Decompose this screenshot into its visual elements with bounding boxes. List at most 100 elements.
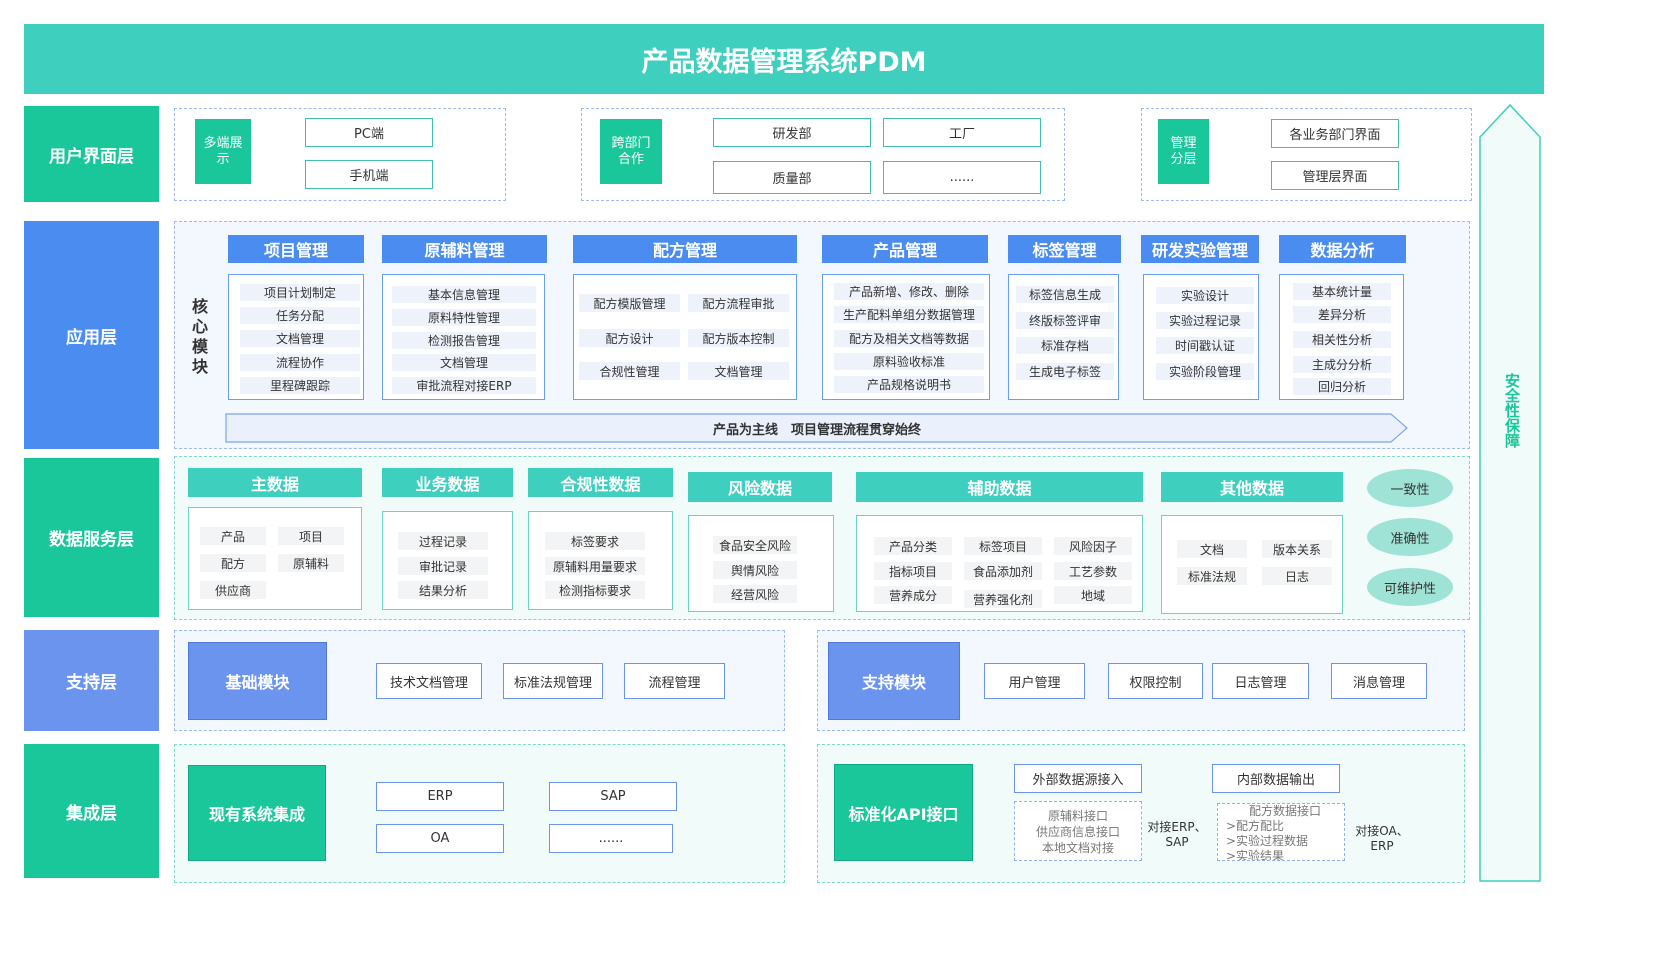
ui-item-mobile[interactable]: 手机端: [305, 160, 433, 189]
module-label-item[interactable]: 终版标签评审: [1016, 312, 1114, 329]
integration-api-title[interactable]: 标准化API接口: [834, 764, 973, 861]
module-formula-item[interactable]: 配方模版管理: [579, 294, 680, 312]
data-auxiliary-item[interactable]: 风险因子: [1054, 537, 1132, 555]
support-module-item[interactable]: 日志管理: [1212, 663, 1309, 699]
integration-internal-header[interactable]: 内部数据输出: [1212, 764, 1340, 793]
module-product-title[interactable]: 产品管理: [822, 235, 988, 263]
integration-existing-item[interactable]: OA: [376, 824, 504, 853]
support-base-item[interactable]: 流程管理: [624, 663, 725, 699]
module-product-item[interactable]: 原料验收标准: [834, 353, 984, 370]
module-experiment-item[interactable]: 实验设计: [1156, 287, 1254, 304]
module-experiment-item[interactable]: 实验阶段管理: [1156, 363, 1254, 380]
data-auxiliary-item[interactable]: 地域: [1054, 586, 1132, 604]
integration-existing-title[interactable]: 现有系统集成: [188, 765, 326, 861]
data-risk-title[interactable]: 风险数据: [688, 472, 832, 502]
data-other-item[interactable]: 日志: [1262, 567, 1332, 585]
module-analysis-item[interactable]: 差异分析: [1293, 306, 1391, 323]
data-business-item[interactable]: 审批记录: [398, 557, 488, 575]
data-master-title[interactable]: 主数据: [188, 468, 362, 497]
module-label-title[interactable]: 标签管理: [1008, 235, 1121, 263]
ui-item-dept-ui[interactable]: 各业务部门界面: [1271, 119, 1399, 148]
module-label-item[interactable]: 生成电子标签: [1016, 363, 1114, 380]
data-auxiliary-item[interactable]: 产品分类: [874, 537, 952, 555]
module-material-item[interactable]: 基本信息管理: [392, 286, 536, 303]
module-formula-item[interactable]: 合规性管理: [579, 362, 680, 380]
module-project-item[interactable]: 项目计划制定: [240, 284, 360, 301]
data-master-item[interactable]: 原辅料: [278, 554, 344, 572]
data-business-item[interactable]: 过程记录: [398, 532, 488, 550]
data-auxiliary-item[interactable]: 营养成分: [874, 586, 952, 604]
module-project-item[interactable]: 里程碑跟踪: [240, 377, 360, 394]
ui-item-rnd[interactable]: 研发部: [713, 118, 871, 147]
module-product-item[interactable]: 配方及相关文档等数据: [834, 330, 984, 347]
ui-item-pc[interactable]: PC端: [305, 118, 433, 147]
module-label-item[interactable]: 标准存档: [1016, 337, 1114, 354]
support-base-item[interactable]: 标准法规管理: [503, 663, 603, 699]
module-analysis-item[interactable]: 基本统计量: [1293, 283, 1391, 300]
module-formula-item[interactable]: 配方流程审批: [688, 294, 789, 312]
data-other-title[interactable]: 其他数据: [1161, 472, 1343, 502]
data-compliance-title[interactable]: 合规性数据: [528, 468, 673, 497]
module-material-item[interactable]: 审批流程对接ERP: [392, 377, 536, 394]
module-product-item[interactable]: 产品新增、修改、删除: [834, 283, 984, 300]
support-base-title[interactable]: 基础模块: [188, 642, 327, 720]
module-experiment-item[interactable]: 时间戳认证: [1156, 337, 1254, 354]
data-compliance-item[interactable]: 原辅料用量要求: [545, 557, 645, 575]
module-material-item[interactable]: 文档管理: [392, 354, 536, 371]
module-material-item[interactable]: 原料特性管理: [392, 309, 536, 326]
data-auxiliary-item[interactable]: 营养强化剂: [964, 590, 1042, 608]
module-analysis-item[interactable]: 主成分分析: [1293, 356, 1391, 373]
ui-item-more[interactable]: ......: [883, 161, 1041, 194]
support-base-item[interactable]: 技术文档管理: [376, 663, 482, 699]
ui-item-quality[interactable]: 质量部: [713, 161, 871, 194]
module-project-item[interactable]: 任务分配: [240, 307, 360, 324]
data-risk-item[interactable]: 经营风险: [713, 585, 797, 603]
data-auxiliary-item[interactable]: 工艺参数: [1054, 562, 1132, 580]
support-module-item[interactable]: 消息管理: [1331, 663, 1427, 699]
support-module-item[interactable]: 用户管理: [984, 663, 1085, 699]
quality-accuracy: 准确性: [1367, 518, 1453, 556]
integration-existing-item[interactable]: SAP: [549, 782, 677, 811]
data-auxiliary-item[interactable]: 食品添加剂: [964, 562, 1042, 580]
data-auxiliary-title[interactable]: 辅助数据: [856, 472, 1143, 502]
data-master-item[interactable]: 配方: [200, 554, 266, 572]
data-compliance-item[interactable]: 检测指标要求: [545, 581, 645, 599]
module-label-item[interactable]: 标签信息生成: [1016, 286, 1114, 303]
module-experiment-item[interactable]: 实验过程记录: [1156, 312, 1254, 329]
support-module-item[interactable]: 权限控制: [1108, 663, 1203, 699]
module-formula-item[interactable]: 文档管理: [688, 362, 789, 380]
integration-existing-item[interactable]: ......: [549, 824, 673, 853]
module-analysis-item[interactable]: 相关性分析: [1293, 331, 1391, 348]
module-product-item[interactable]: 产品规格说明书: [834, 376, 984, 393]
data-master-item[interactable]: 供应商: [200, 581, 266, 599]
module-material-title[interactable]: 原辅料管理: [382, 235, 547, 263]
module-analysis-title[interactable]: 数据分析: [1279, 235, 1406, 263]
data-compliance-item[interactable]: 标签要求: [545, 532, 645, 550]
module-project-item[interactable]: 文档管理: [240, 330, 360, 347]
ui-item-mgmt-ui[interactable]: 管理层界面: [1271, 161, 1399, 190]
data-business-item[interactable]: 结果分析: [398, 581, 488, 599]
data-other-item[interactable]: 文档: [1177, 540, 1247, 558]
module-analysis-item[interactable]: 回归分析: [1293, 378, 1391, 395]
data-risk-item[interactable]: 食品安全风险: [713, 536, 797, 554]
module-product-item[interactable]: 生产配料单组分数据管理: [834, 306, 984, 323]
data-master-item[interactable]: 产品: [200, 527, 266, 545]
module-project-title[interactable]: 项目管理: [228, 235, 364, 263]
data-auxiliary-item[interactable]: 指标项目: [874, 562, 952, 580]
module-formula-item[interactable]: 配方版本控制: [688, 329, 789, 347]
integration-external-header[interactable]: 外部数据源接入: [1014, 764, 1142, 793]
support-module-title[interactable]: 支持模块: [828, 642, 960, 720]
module-formula-item[interactable]: 配方设计: [579, 329, 680, 347]
ui-item-factory[interactable]: 工厂: [883, 118, 1041, 147]
data-risk-item[interactable]: 舆情风险: [713, 561, 797, 579]
module-project-item[interactable]: 流程协作: [240, 354, 360, 371]
module-formula-title[interactable]: 配方管理: [573, 235, 797, 263]
integration-existing-item[interactable]: ERP: [376, 782, 504, 811]
data-other-item[interactable]: 版本关系: [1262, 540, 1332, 558]
data-business-title[interactable]: 业务数据: [382, 468, 513, 497]
data-master-item[interactable]: 项目: [278, 527, 344, 545]
data-auxiliary-item[interactable]: 标签项目: [964, 537, 1042, 555]
module-experiment-title[interactable]: 研发实验管理: [1141, 235, 1259, 263]
data-other-item[interactable]: 标准法规: [1177, 567, 1247, 585]
module-material-item[interactable]: 检测报告管理: [392, 332, 536, 349]
